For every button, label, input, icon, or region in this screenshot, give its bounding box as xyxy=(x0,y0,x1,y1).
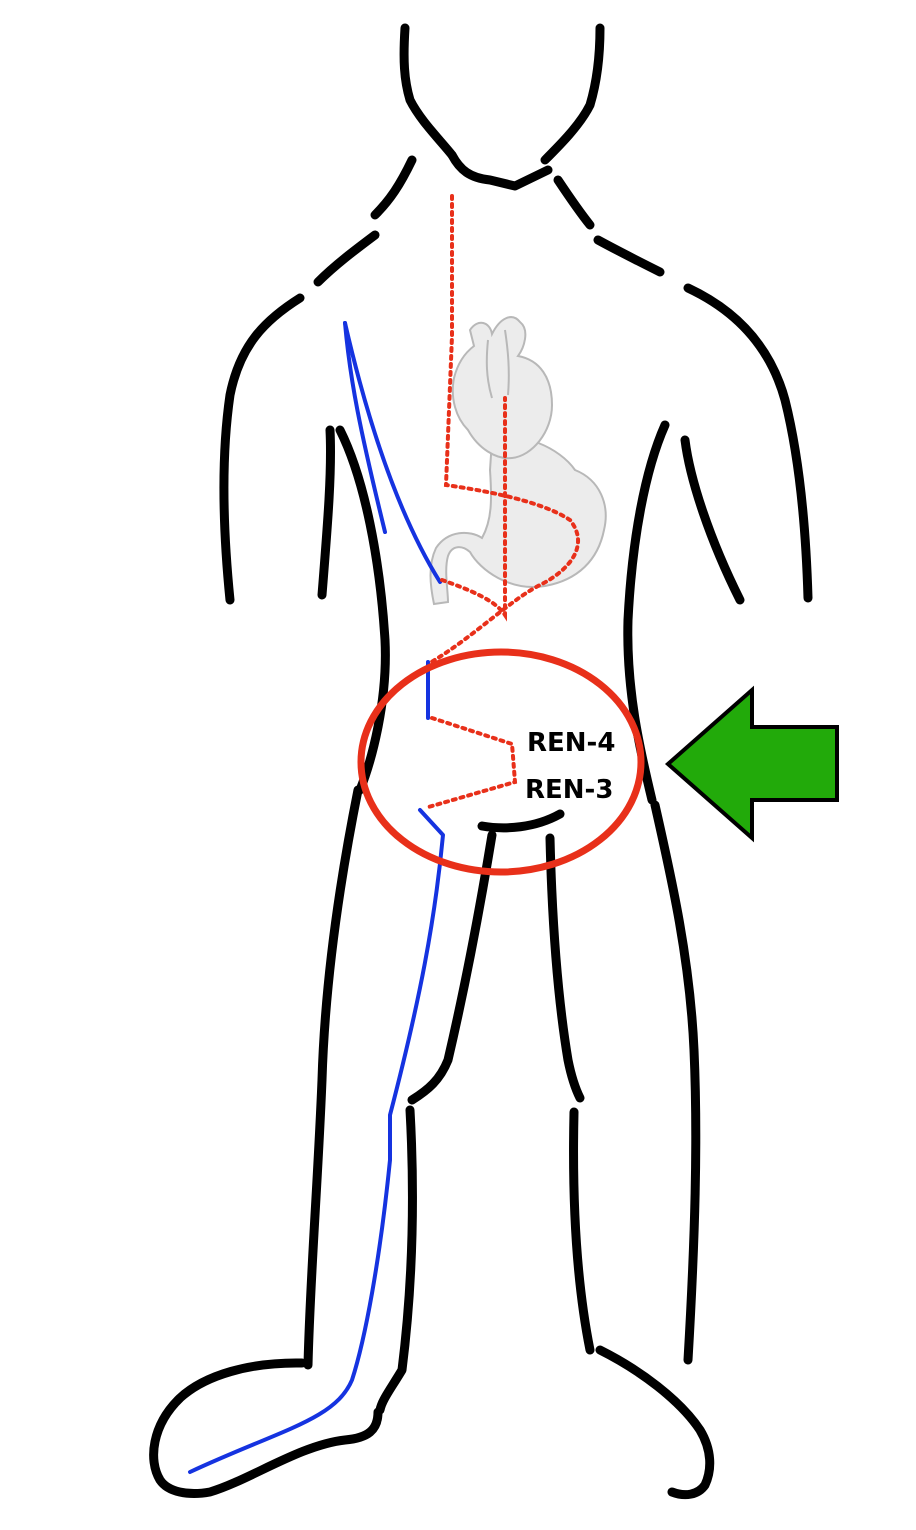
neck-left xyxy=(399,23,457,160)
right-arm-inner xyxy=(680,435,745,605)
torso-left xyxy=(335,425,390,795)
left-leg-inner xyxy=(407,830,497,1105)
meridian-chest-outer xyxy=(343,321,387,534)
right-leg-inner xyxy=(545,833,585,1103)
meridian-leg xyxy=(188,808,445,1474)
heart-icon xyxy=(451,316,554,460)
heart-stomach-icon xyxy=(429,316,607,606)
right-leg-outer xyxy=(650,800,701,1365)
label-ren-4: REN-4 xyxy=(527,728,615,758)
internal-path-lower xyxy=(423,716,518,810)
stomach-icon xyxy=(429,436,607,606)
heart-vessel-2-icon xyxy=(504,329,510,396)
left-foot xyxy=(149,1358,383,1498)
left-leg-outer xyxy=(303,785,363,1370)
shoulder-left xyxy=(313,230,380,287)
trapezius-left xyxy=(370,155,417,220)
right-foot xyxy=(595,1345,715,1500)
trapezius-right xyxy=(553,175,595,230)
heart-vessel-icon xyxy=(485,339,493,399)
meridian-chest-inner xyxy=(343,321,442,584)
torso-right xyxy=(623,420,670,805)
crotch xyxy=(477,809,565,833)
label-ren-3: REN-3 xyxy=(525,775,613,805)
jaw-line xyxy=(447,150,553,191)
shoulder-right xyxy=(593,235,665,277)
left-shin-inner xyxy=(375,1105,417,1415)
highlight-circle xyxy=(357,648,645,876)
left-arm-inner xyxy=(317,425,336,600)
left-arrow-icon xyxy=(664,685,839,843)
internal-path-stomach xyxy=(440,396,507,622)
left-arm-outer xyxy=(219,293,305,605)
right-arm-outer xyxy=(683,283,813,603)
neck-right xyxy=(540,23,605,165)
internal-path-main xyxy=(426,194,581,666)
internal-pathway xyxy=(423,194,581,810)
right-shin-inner xyxy=(569,1107,595,1355)
